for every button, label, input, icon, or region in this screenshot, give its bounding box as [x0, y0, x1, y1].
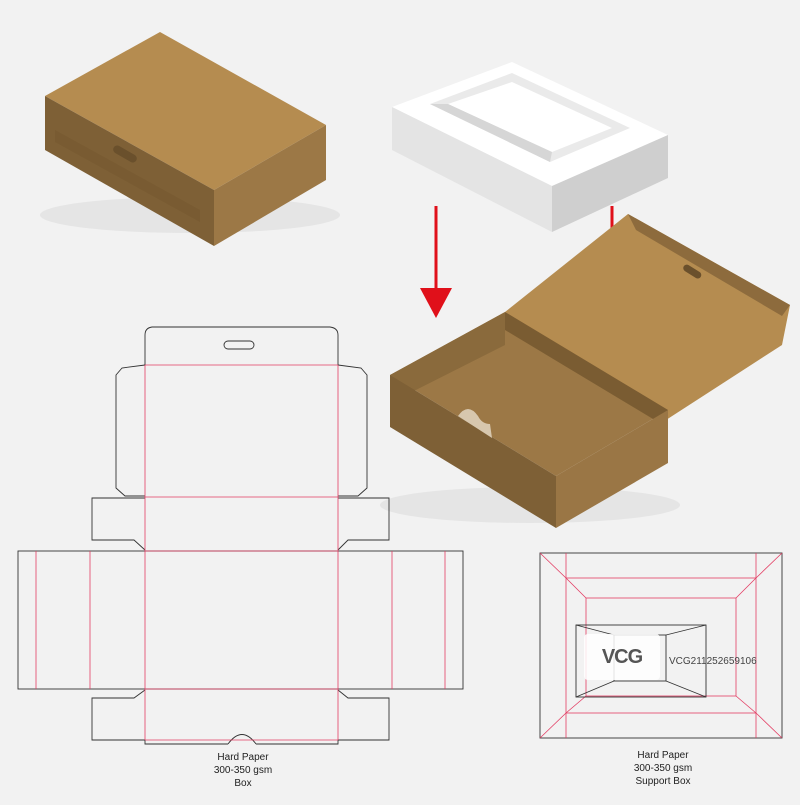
box-caption: Hard Paper 300-350 gsm Box — [163, 751, 323, 790]
box-caption-line2: 300-350 gsm — [213, 765, 273, 776]
closed-box — [40, 32, 340, 246]
box-dieline — [17, 326, 464, 745]
watermark-logo: VCG — [584, 634, 660, 680]
box-caption-line1: Hard Paper — [217, 752, 269, 763]
support-caption-line3: Support Box — [635, 776, 691, 787]
cut-lines — [17, 326, 464, 745]
arrow-left-icon — [420, 206, 452, 318]
support-insert — [392, 62, 668, 232]
box-caption-line3: Box — [234, 778, 252, 789]
watermark-logo-text: VCG — [601, 645, 643, 668]
support-caption-line1: Hard Paper — [637, 750, 689, 761]
support-caption-line2: 300-350 gsm — [633, 763, 693, 774]
support-caption: Hard Paper 300-350 gsm Support Box — [583, 749, 743, 788]
fold-lines — [35, 364, 446, 741]
watermark-id: VCG211252659106 — [669, 656, 757, 667]
open-box — [380, 214, 790, 528]
support-dieline — [539, 552, 783, 739]
